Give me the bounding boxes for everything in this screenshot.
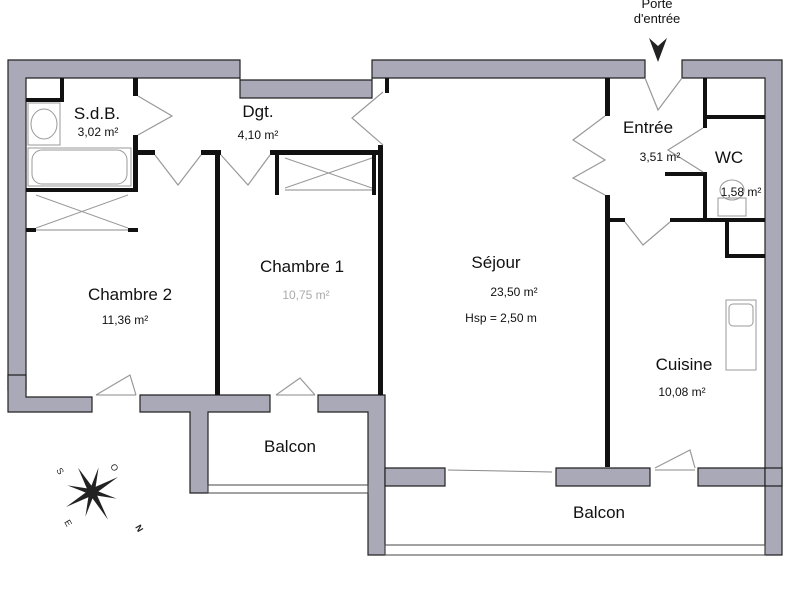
room-area-chambre1: 10,75 m²: [282, 288, 330, 302]
room-area-sdb: 3,02 m²: [77, 125, 119, 139]
balcony-railings: [207, 484, 766, 556]
compass-label-e: E: [62, 518, 74, 528]
room-name-wc: WC: [714, 148, 744, 167]
room-area-chambre2: 11,36 m²: [101, 313, 149, 327]
doors: [95, 77, 704, 473]
room-area-entree: 3,51 m²: [639, 150, 681, 164]
room-name-entree: Entrée: [622, 118, 674, 137]
room-area-sejour: 23,50 m²: [490, 285, 538, 299]
room-name-sejour: Séjour: [471, 253, 521, 272]
entry-door-label: Porte d'entrée: [634, 0, 681, 26]
entry-door-label-line1: Porte: [641, 0, 673, 11]
closets: [35, 157, 373, 231]
compass-label-n: N: [133, 523, 145, 534]
room-name-chambre2: Chambre 2: [87, 285, 173, 304]
room-name-chambre1: Chambre 1: [259, 257, 345, 276]
compass-label-o: O: [108, 462, 120, 473]
room-name-sdb: S.d.B.: [73, 104, 121, 123]
room-name-cuisine: Cuisine: [655, 355, 713, 374]
compass-label-s: S: [54, 466, 66, 476]
entry-door-label-line2: d'entrée: [633, 11, 681, 26]
interior-partitions: [26, 78, 765, 467]
room-height-sejour: Hsp = 2,50 m: [465, 311, 537, 325]
room-name-balcon2: Balcon: [573, 503, 625, 522]
room-area-dgt: 4,10 m²: [237, 128, 279, 142]
compass-rose-icon: [66, 467, 118, 520]
room-name-dgt: Dgt.: [242, 102, 274, 121]
bathroom-fixtures: [27, 102, 757, 371]
room-name-balcon1: Balcon: [264, 437, 316, 456]
room-area-wc: 1,58 m²: [720, 185, 762, 199]
arrow-down-icon: [649, 38, 667, 62]
room-area-cuisine: 10,08 m²: [658, 385, 706, 399]
exterior-walls: [7, 59, 783, 556]
